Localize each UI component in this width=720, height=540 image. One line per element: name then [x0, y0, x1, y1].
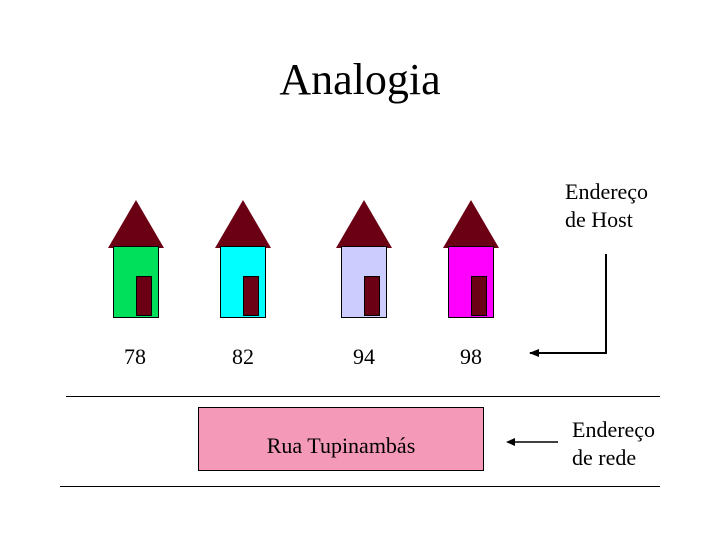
- street-bottom-line: [60, 486, 660, 487]
- house-1: [108, 200, 164, 318]
- house-wall: [448, 246, 494, 318]
- street-name-box: Rua Tupinambás: [198, 407, 484, 471]
- house-door: [364, 276, 380, 316]
- house-2: [215, 200, 271, 318]
- house-number-98: 98: [460, 344, 482, 369]
- house-door: [471, 276, 487, 316]
- host-address-line2: de Host: [565, 207, 633, 232]
- house-roof: [215, 200, 271, 248]
- house-number-82: 82: [232, 344, 254, 369]
- slide-title: Analogia: [279, 55, 441, 104]
- network-address-line2: de rede: [572, 445, 637, 470]
- house-number-94: 94: [353, 344, 375, 369]
- street-name: Rua Tupinambás: [266, 433, 416, 458]
- house-door: [243, 276, 259, 316]
- house-roof: [336, 200, 392, 248]
- house-door: [136, 276, 152, 316]
- house-wall: [341, 246, 387, 318]
- house-wall: [220, 246, 266, 318]
- house-number-78: 78: [124, 344, 146, 369]
- host-connector-arrow: [529, 254, 607, 357]
- house-3: [336, 200, 392, 318]
- street-top-line: [66, 396, 660, 397]
- network-address-line1: Endereço: [572, 417, 656, 442]
- house-wall: [113, 246, 159, 318]
- network-address-label: Endereço de rede: [572, 416, 655, 472]
- house-roof: [443, 200, 499, 248]
- network-arrow: [506, 438, 558, 446]
- house-4: [443, 200, 499, 318]
- host-address-label: Endereço de Host: [565, 178, 648, 234]
- host-address-line1: Endereço: [565, 179, 649, 204]
- house-roof: [108, 200, 164, 248]
